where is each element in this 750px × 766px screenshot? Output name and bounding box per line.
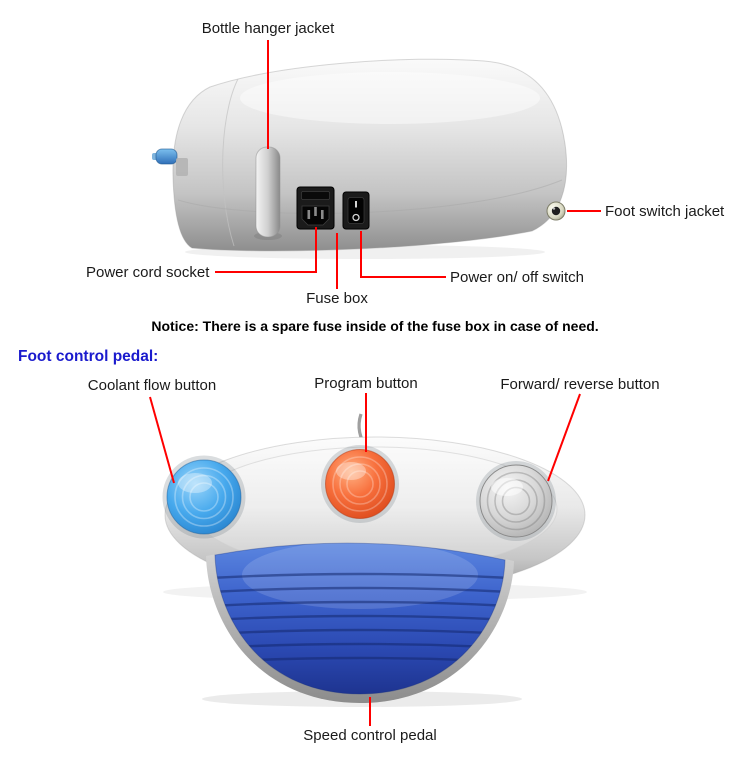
- label-fuse-box: Fuse box: [306, 290, 368, 307]
- socket-pin-right: [321, 210, 324, 219]
- bottle-hanger-post: [255, 146, 281, 238]
- coolant-button-glint: [178, 473, 212, 493]
- control-unit-illustration: [152, 58, 568, 259]
- coolant-flow-button: [166, 459, 242, 535]
- water-tube-connector-body: [155, 148, 178, 165]
- foot-switch-jack-glint: [552, 207, 556, 210]
- label-bottle-hanger-jacket: Bottle hanger jacket: [201, 20, 335, 37]
- notice-text: Notice: There is a spare fuse inside of …: [151, 318, 599, 334]
- forward-reverse-button: [479, 464, 553, 538]
- power-switch-on-mark: [355, 201, 357, 208]
- program-button: [325, 449, 395, 519]
- program-button-ridges: [332, 456, 388, 512]
- power-switch-off-mark: [352, 213, 360, 222]
- coolant-button-ridges: [174, 467, 234, 527]
- label-speed-control-pedal: Speed control pedal: [303, 727, 437, 744]
- label-program-button: Program button: [314, 375, 418, 392]
- speed-pedal: [214, 542, 506, 695]
- label-foot-switch-jacket: Foot switch jacket: [605, 203, 725, 220]
- section-heading-foot-control-pedal: Foot control pedal:: [18, 348, 159, 365]
- unit-body-highlight: [240, 72, 540, 124]
- program-button-glint: [336, 462, 366, 480]
- fuse-box-slot: [301, 191, 330, 200]
- unit-left-cap-seam: [222, 71, 243, 247]
- forward-button-glint: [491, 478, 523, 496]
- label-power-cord-socket: Power cord socket: [86, 264, 210, 281]
- power-switch-rocker: [347, 197, 365, 224]
- label-coolant-flow-button: Coolant flow button: [87, 377, 217, 394]
- socket-pin-center: [314, 207, 317, 216]
- left-bracket: [176, 158, 188, 176]
- socket-pin-left: [307, 210, 311, 219]
- label-power-switch: Power on/ off switch: [450, 269, 584, 286]
- foot-pedal-illustration: [162, 413, 587, 707]
- label-forward-reverse-button: Forward/ reverse button: [500, 376, 660, 393]
